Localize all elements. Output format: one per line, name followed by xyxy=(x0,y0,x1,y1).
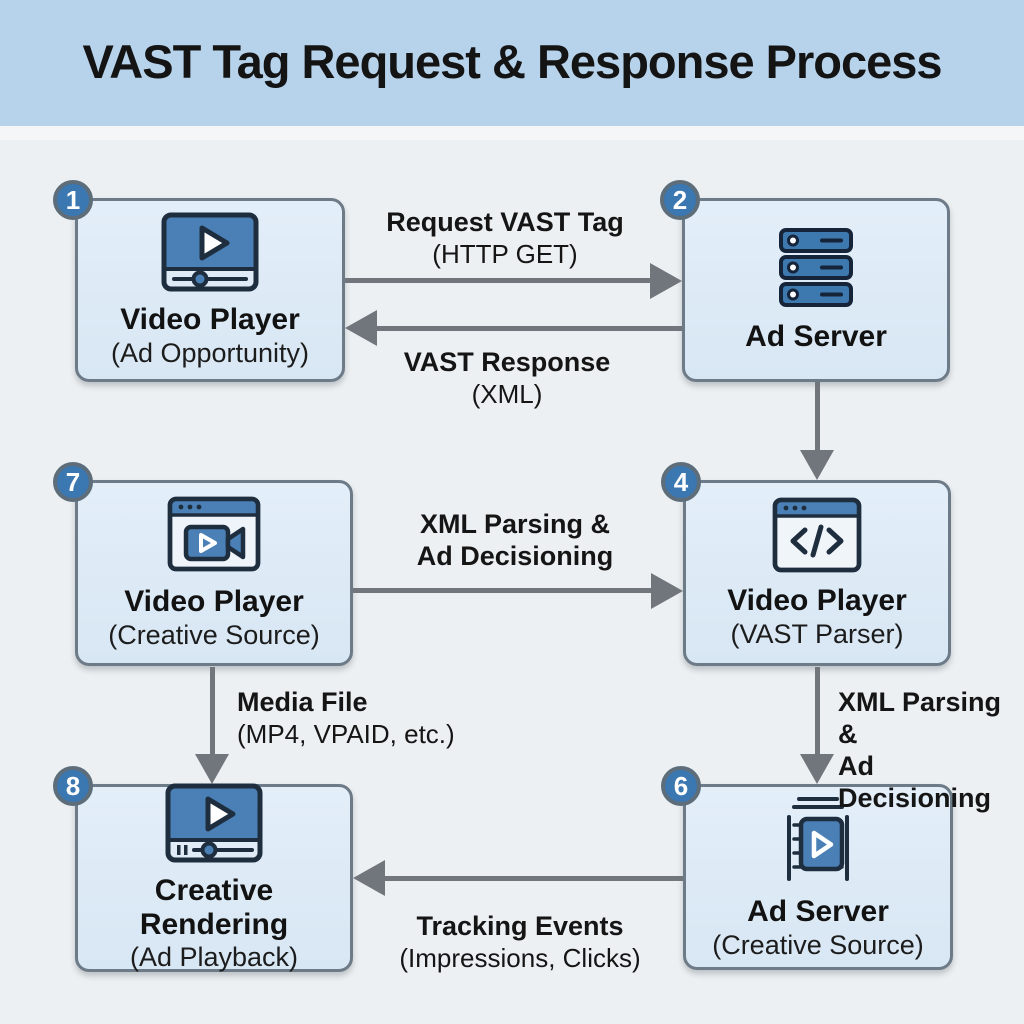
step-badge-8: 8 xyxy=(53,766,93,806)
arrow-shaft xyxy=(377,326,682,331)
arrow-shaft xyxy=(815,382,820,451)
arrow-shaft xyxy=(345,278,652,283)
node-title: Ad Server xyxy=(745,320,887,354)
node-subtitle: (Ad Playback) xyxy=(129,942,299,973)
edge-label-vast-response: VAST Response (XML) xyxy=(403,347,611,409)
arrow-shaft xyxy=(385,876,683,881)
step-badge-4: 4 xyxy=(661,462,701,502)
video-playback-icon xyxy=(164,782,264,864)
node-title: Video Player xyxy=(124,585,304,618)
node-title: Video Player xyxy=(727,584,907,617)
node-subtitle: (Ad Opportunity) xyxy=(110,337,310,368)
arrowhead-left-icon xyxy=(353,860,385,896)
node-video-player-creative-source: 7 Video Player (Creative Source) xyxy=(53,462,353,666)
arrow-shaft xyxy=(815,667,820,755)
browser-video-camera-icon xyxy=(166,495,262,575)
edge-label-media-file: Media File (MP4, VPAID, etc.) xyxy=(237,687,455,749)
node-title: Ad Server xyxy=(747,895,889,928)
arrowhead-right-icon xyxy=(650,263,682,299)
node-title: Video Player xyxy=(120,303,300,336)
node-subtitle: (Creative Source) xyxy=(712,929,924,960)
step-number: 8 xyxy=(65,770,81,801)
step-badge-6: 6 xyxy=(661,766,701,806)
step-badge-7: 7 xyxy=(53,462,93,502)
arrowhead-right-icon xyxy=(651,573,683,609)
node-ad-server-creative-source: 6 Ad Server (Creative Source) xyxy=(661,766,953,970)
node-subtitle: (Creative Source) xyxy=(108,619,320,650)
node-subtitle: (VAST Parser) xyxy=(730,618,904,649)
header-banner xyxy=(0,0,1024,126)
arrowhead-down-icon xyxy=(800,754,834,784)
node-title: Creative Rendering xyxy=(139,874,289,941)
node-creative-rendering: 8 Creative Rendering (Ad Playback) xyxy=(53,766,353,973)
filmstrip-play-icon xyxy=(768,793,868,885)
server-stack-icon xyxy=(766,226,866,310)
arrowhead-left-icon xyxy=(345,310,377,346)
page-title: VAST Tag Request & Response Process xyxy=(82,35,942,88)
edge-label-xml-parsing-horizontal: XML Parsing & Ad Decisioning xyxy=(416,509,614,571)
step-number: 4 xyxy=(673,466,689,497)
arrow-shaft xyxy=(353,588,653,593)
node-video-player-ad-opportunity: 1 Video Player (Ad Opportunity) xyxy=(53,180,345,382)
edge-label-request-vast-tag: Request VAST Tag (HTTP GET) xyxy=(386,207,624,269)
step-number: 2 xyxy=(672,184,688,215)
step-number: 7 xyxy=(65,466,81,497)
node-video-player-vast-parser: 4 Video Player (VAST Parser) xyxy=(661,462,951,666)
video-player-icon xyxy=(160,211,260,293)
arrowhead-down-icon xyxy=(800,450,834,480)
step-number: 6 xyxy=(673,770,689,801)
arrowhead-down-icon xyxy=(195,754,229,784)
arrow-shaft xyxy=(210,667,215,755)
step-badge-1: 1 xyxy=(53,180,93,220)
edge-label-xml-parsing-vertical: XML Parsing & Ad Decisioning xyxy=(838,687,1002,813)
browser-code-icon xyxy=(771,496,863,574)
header-divider xyxy=(0,126,1024,140)
step-badge-2: 2 xyxy=(660,180,700,220)
step-number: 1 xyxy=(65,184,81,215)
edge-label-tracking-events: Tracking Events (Impressions, Clicks) xyxy=(399,911,641,973)
node-ad-server: 2 Ad Server xyxy=(660,180,950,382)
